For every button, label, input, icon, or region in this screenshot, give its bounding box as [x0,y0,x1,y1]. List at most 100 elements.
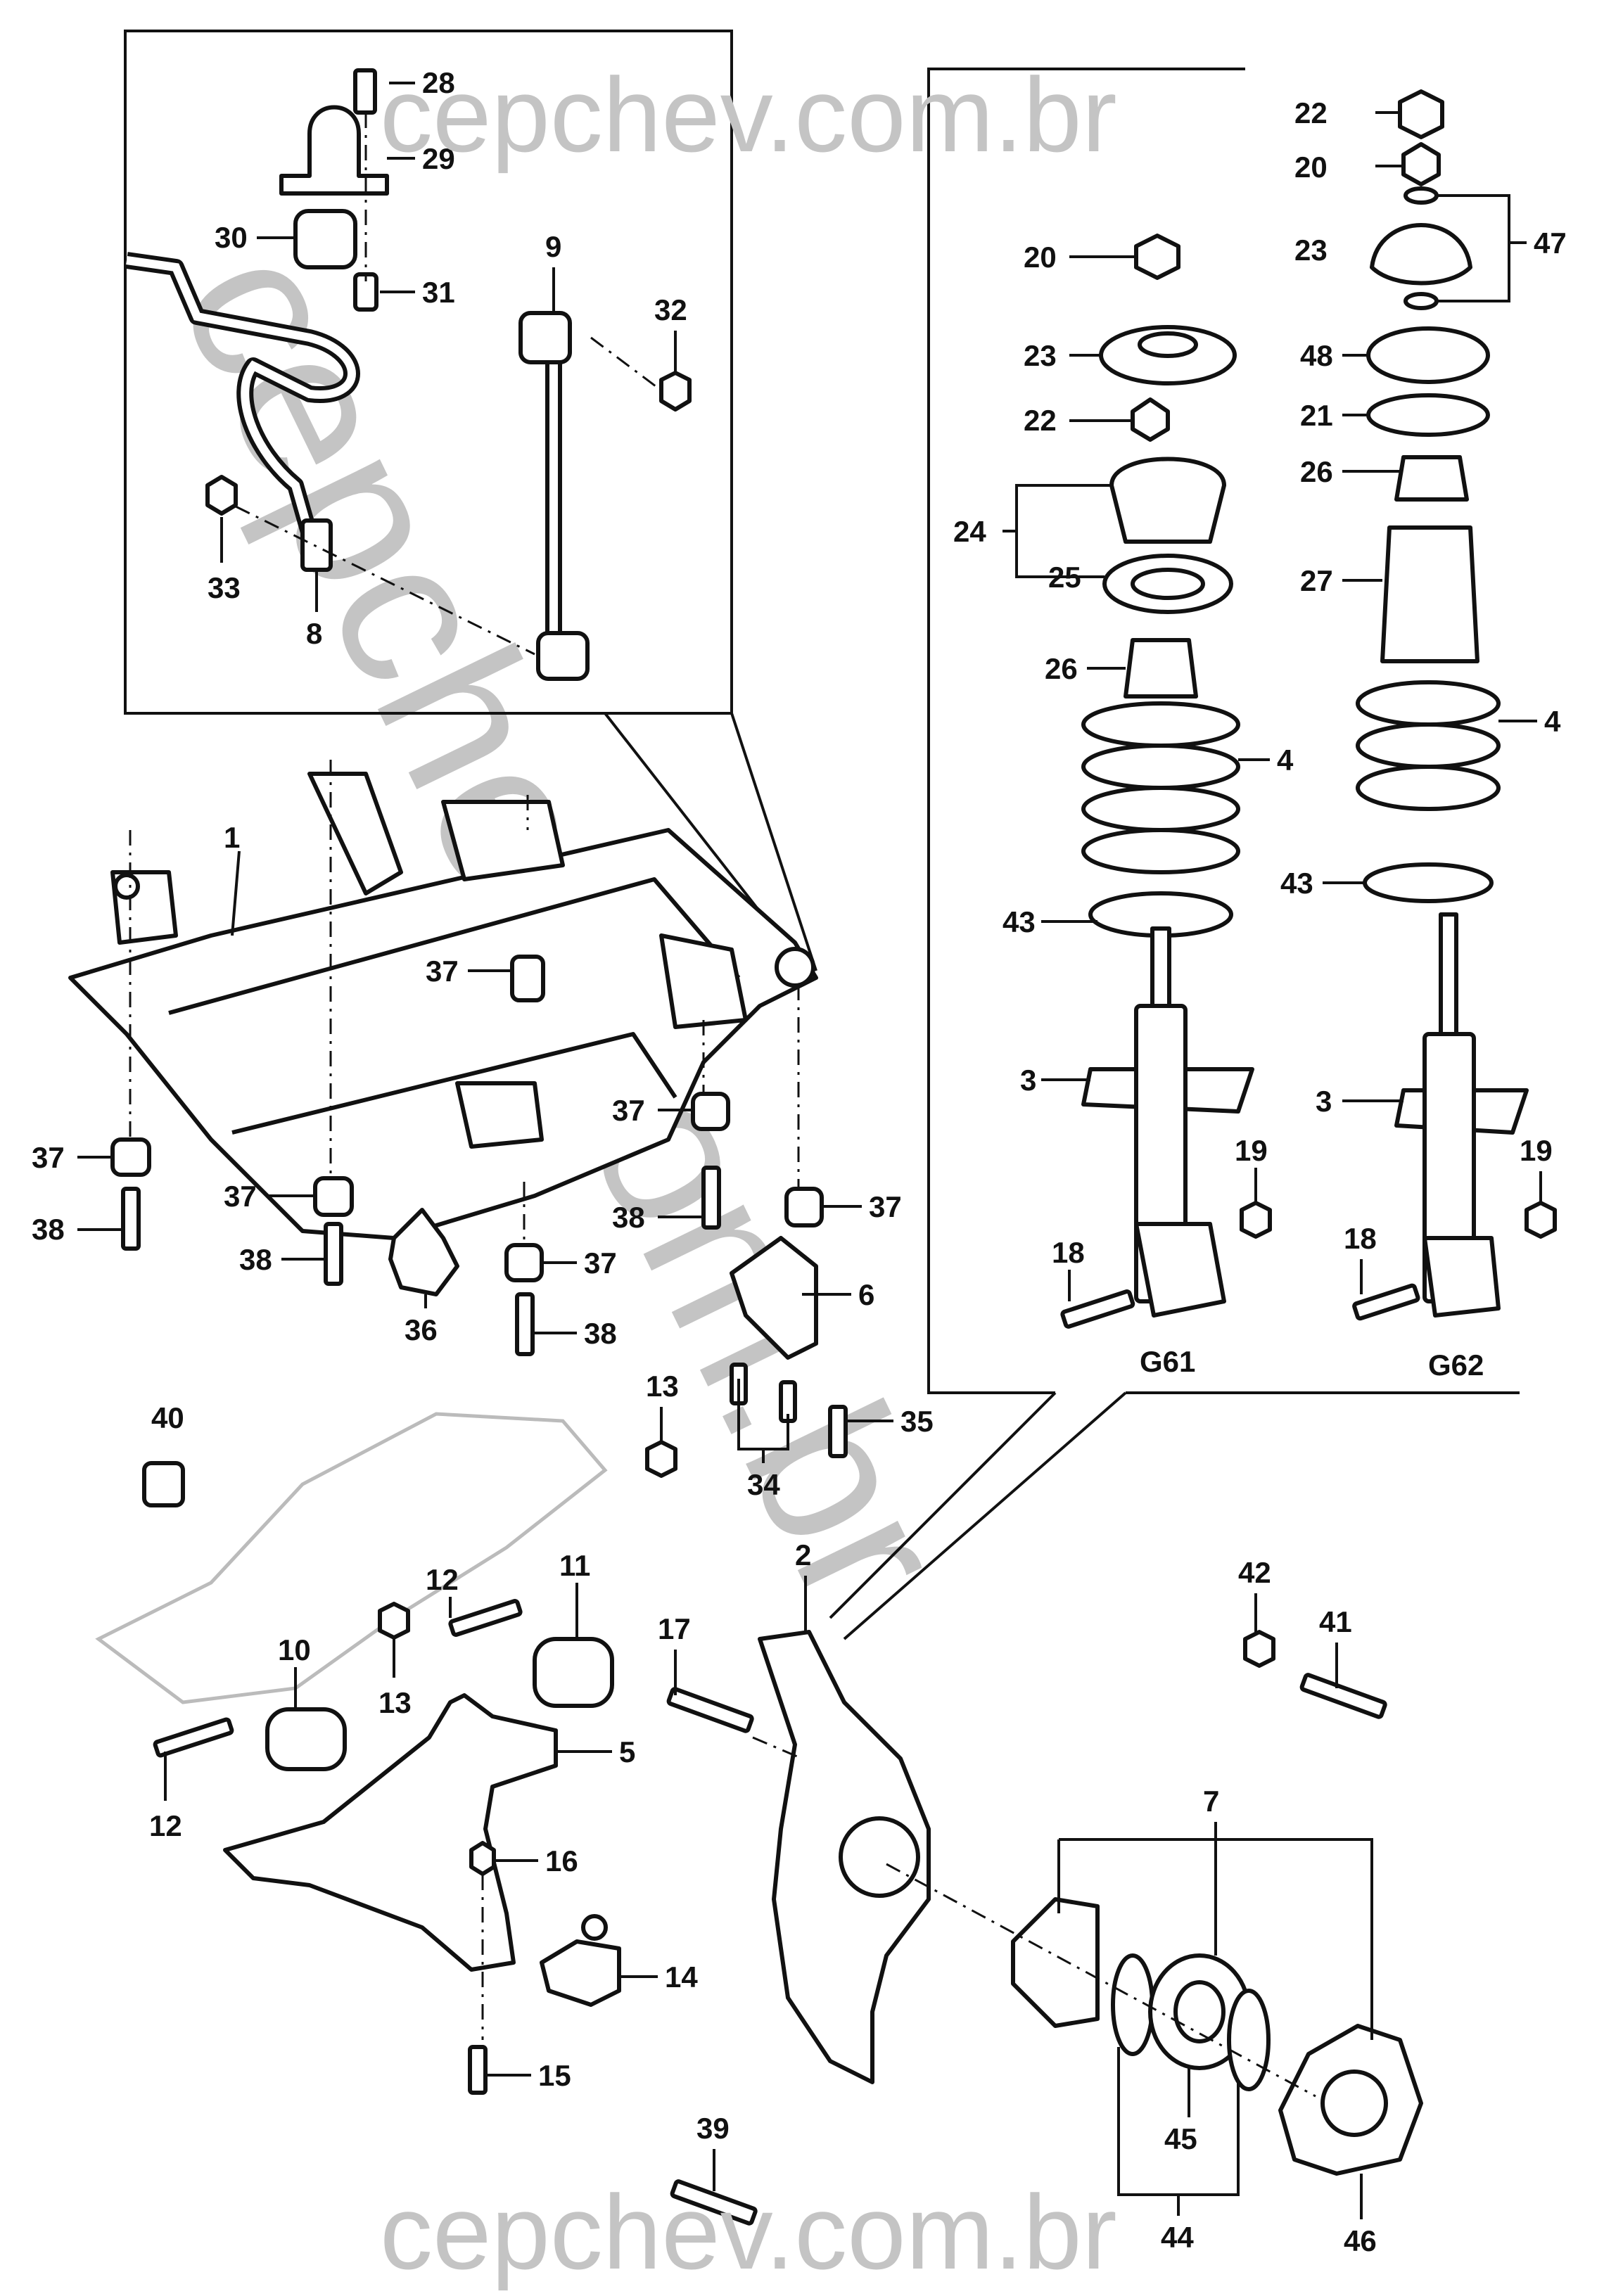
label-g61: G61 [1140,1345,1195,1378]
label-22-b: 22 [1294,96,1328,129]
washer-47b [1404,292,1439,310]
label-36: 36 [405,1313,438,1346]
bolt-41 [1299,1673,1387,1719]
watermark-top: cepchev.com.br [380,56,1117,174]
bolt-38a [121,1187,141,1251]
label-4-a: 4 [1277,744,1294,777]
coil-spring-4b [1356,680,1501,811]
bump-stop-24 [1109,457,1226,544]
seat-21 [1366,393,1490,437]
label-48: 48 [1300,339,1333,372]
label-18-a: 18 [1052,1236,1085,1269]
label-25: 25 [1048,561,1081,594]
label-2: 2 [795,1538,811,1571]
boot-27 [1380,525,1479,663]
control-arm-5 [223,1693,558,1972]
label-30: 30 [215,221,248,254]
snap-ring-44b [1227,1989,1271,2091]
bolt-38b [324,1222,343,1286]
bushing-37b [313,1176,354,1217]
label-4-b: 4 [1544,705,1561,738]
spring-40 [142,1461,185,1507]
stabilizer-bracket-8 [300,518,333,572]
label-26-b: 26 [1300,455,1333,488]
bolt-12b [153,1717,234,1758]
label-23-a: 23 [1024,339,1057,372]
label-38-rear: 38 [584,1317,617,1350]
mount-23a-center [1138,331,1198,358]
label-15: 15 [538,2059,571,2092]
strut-rod-a [1150,926,1171,1015]
label-31: 31 [422,276,455,309]
nut-32 [659,371,692,412]
label-33: 33 [208,571,241,604]
bolt-15 [468,2045,488,2095]
bolt-17 [666,1687,754,1733]
label-22-a: 22 [1024,404,1057,437]
label-28: 28 [422,66,455,99]
nut-13b [378,1602,410,1640]
label-6: 6 [858,1278,874,1311]
spring-seat-43b [1363,862,1494,903]
label-38-right: 38 [612,1201,645,1234]
label-39: 39 [696,2112,730,2145]
bracket-6 [730,1236,818,1360]
link-upper-joint [518,311,572,364]
label-21: 21 [1300,399,1333,432]
bushing-10 [265,1707,347,1771]
label-7: 7 [1203,1785,1219,1818]
label-37-center: 37 [426,955,459,988]
label-23-b: 23 [1294,234,1328,267]
axis-17 [752,1736,803,1760]
nut-42 [1243,1630,1275,1668]
bump-26b [1394,455,1469,502]
nut-13a [645,1440,677,1478]
label-20-a: 20 [1024,241,1057,274]
leader-lines [77,82,1542,2219]
nut-33 [205,475,238,516]
bolt-35 [828,1405,848,1458]
bolt-18b [1352,1283,1420,1321]
coil-spring-4a [1081,701,1240,874]
label-44: 44 [1161,2221,1194,2254]
bushing-37f [784,1187,824,1227]
label-3-b: 3 [1316,1085,1332,1118]
mount-36 [388,1208,459,1296]
label-43-a: 43 [1002,905,1036,938]
bushing-37d [504,1243,544,1282]
bolt-39 [670,2179,758,2226]
label-32: 32 [654,293,687,326]
nut-22b [1398,89,1444,139]
strut-bracket-b [1422,1236,1501,1318]
label-12-bottom: 12 [149,1809,182,1842]
subframe-outline-ghost [95,1412,608,1704]
subframe-1 [68,772,818,1240]
stabilizer-inset-frame [124,30,733,715]
bolt-12a [448,1599,523,1637]
ball-joint-14-stud [581,1914,608,1941]
label-27: 27 [1300,564,1333,597]
bolt-18a [1060,1289,1135,1329]
label-37-right: 37 [612,1094,645,1127]
label-9: 9 [545,230,561,263]
label-47: 47 [1534,227,1567,260]
bolt-38c [701,1166,721,1230]
label-3-a: 3 [1020,1064,1036,1097]
label-10: 10 [278,1633,311,1666]
bearing-inner [1173,1980,1226,2043]
label-13-bottom: 13 [378,1686,412,1719]
nut-19a [1240,1201,1272,1239]
bushing-30 [293,209,357,269]
label-35: 35 [900,1405,934,1438]
nut-22a [1131,397,1170,442]
label-24: 24 [953,515,986,548]
bushing-37c [510,955,545,1002]
callout-labels: 28 29 30 31 9 32 33 8 1 37 37 38 37 38 3… [32,66,1567,2257]
label-19-b: 19 [1520,1134,1553,1167]
label-5: 5 [619,1735,635,1768]
label-37-mid: 37 [224,1180,257,1213]
bump-26a [1124,638,1198,699]
bushing-37e [691,1092,730,1131]
label-29: 29 [422,142,455,175]
label-16: 16 [545,1844,578,1877]
